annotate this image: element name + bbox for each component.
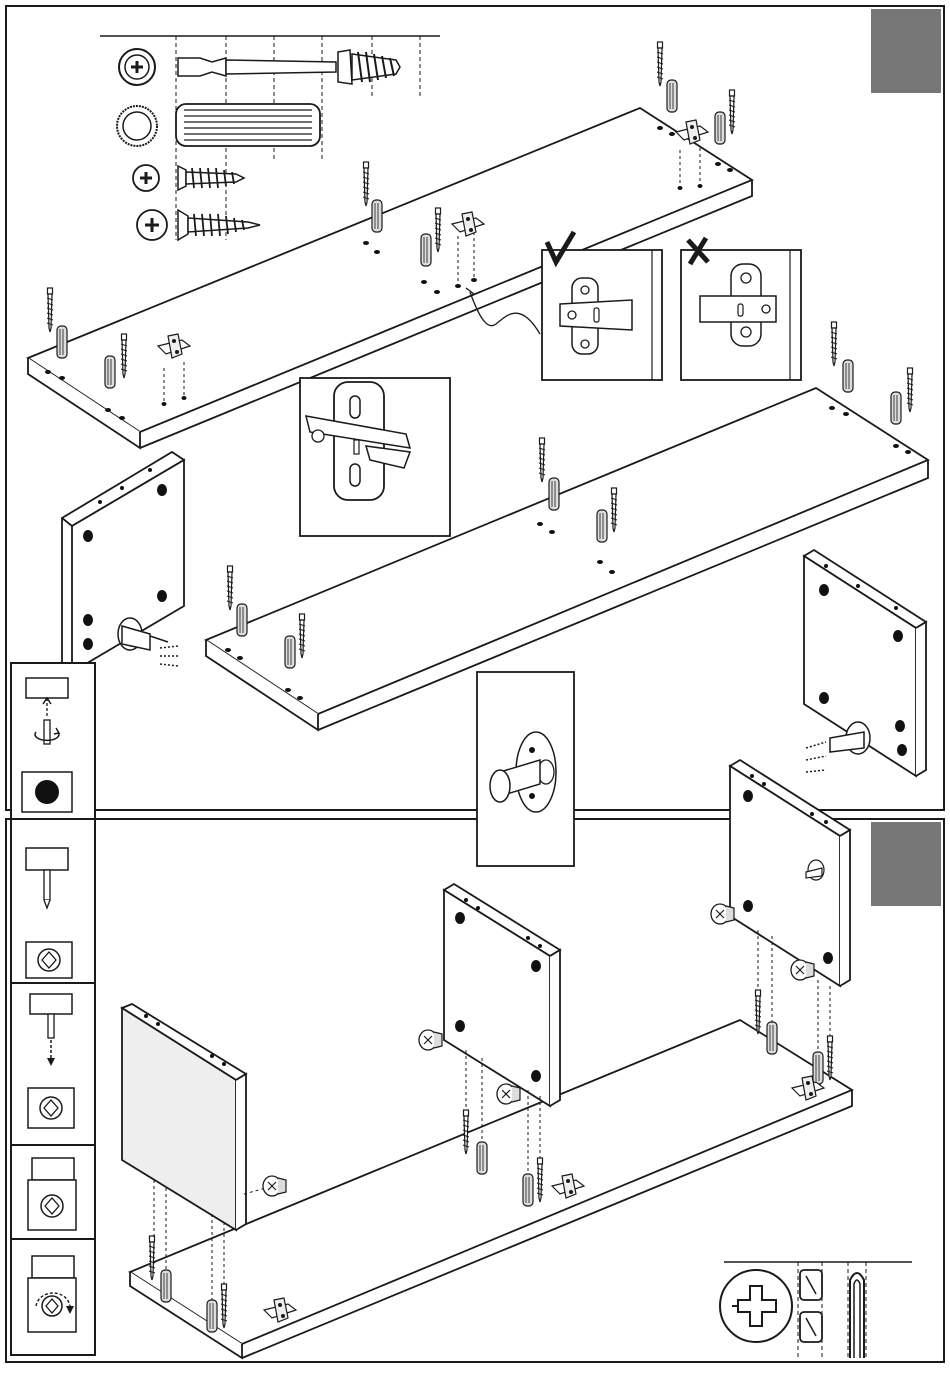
screwdriver-clip-detail xyxy=(720,1262,912,1360)
instruction-insert-cam-bolt xyxy=(12,664,94,820)
cam-bolt-closeup xyxy=(477,672,574,866)
cam-hole-icon xyxy=(35,780,59,804)
hardware-legend xyxy=(100,36,440,240)
cam-bolt-legend-icon xyxy=(119,49,400,85)
long-screw-legend-icon xyxy=(137,210,260,240)
dowel-legend-icon xyxy=(117,104,320,146)
correct-orientation-detail xyxy=(542,232,662,380)
instruction-locked xyxy=(12,1146,94,1240)
right-upright-panel xyxy=(711,760,850,1052)
instruction-push-down xyxy=(12,984,94,1146)
right-side-panel xyxy=(804,550,926,776)
instruction-insert-pin xyxy=(12,820,94,984)
side-instruction-column xyxy=(10,662,96,1356)
instruction-rotate-clockwise xyxy=(12,1240,94,1354)
hinge-plate-closeup xyxy=(300,378,450,536)
left-side-panel xyxy=(62,452,184,672)
short-screw-legend-icon xyxy=(133,165,244,191)
wrong-orientation-detail xyxy=(681,238,801,380)
